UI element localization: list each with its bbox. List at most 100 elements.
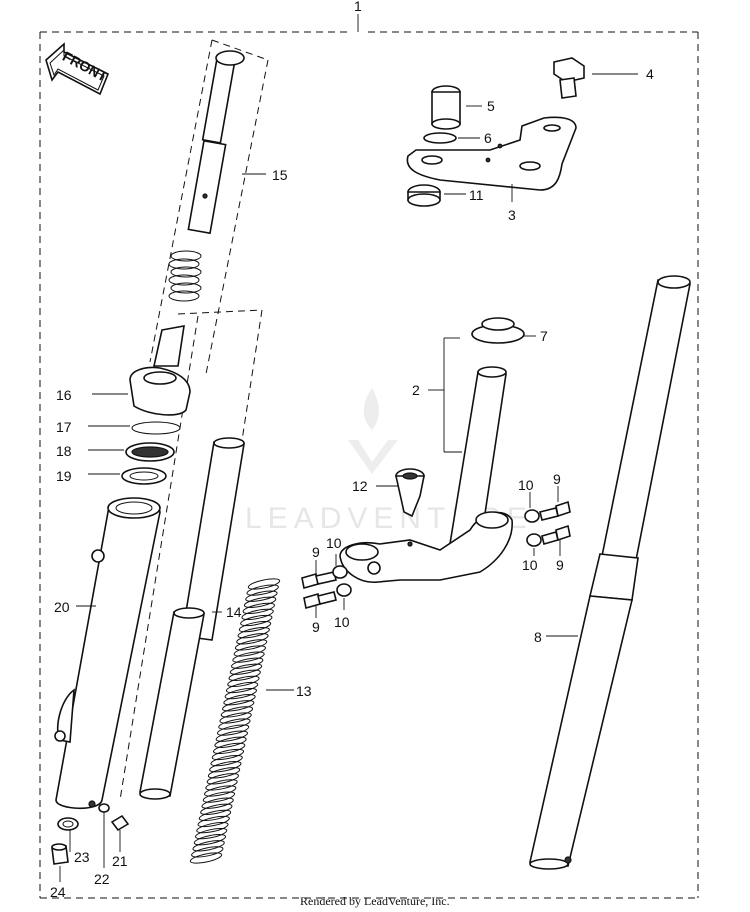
spring-coil [196, 821, 229, 834]
spring-coil [231, 657, 264, 669]
label-9d: 9 [556, 557, 564, 573]
spring-coil [193, 834, 227, 846]
outer-tube [54, 497, 161, 810]
label-10b: 10 [334, 614, 350, 630]
sheet-frame [39, 14, 699, 899]
label-7: 7 [540, 328, 548, 344]
retaining-ring [131, 421, 181, 435]
spring-coil [191, 846, 224, 858]
spring-coil [240, 614, 273, 627]
label-13: 13 [296, 683, 312, 699]
spring-coil [209, 761, 242, 773]
label-2: 2 [412, 382, 420, 398]
pinch-bolt-right-lower [541, 524, 571, 545]
fork-cap-bolt [431, 85, 461, 130]
pinch-nut-left-upper [332, 565, 348, 579]
label-12: 12 [352, 478, 368, 494]
label-9a: 9 [312, 544, 320, 560]
label-9c: 9 [553, 471, 561, 487]
label-23: 23 [74, 849, 90, 865]
spring-coil [232, 651, 265, 663]
spring-coil [236, 633, 269, 645]
fork-leg-assembly [529, 275, 691, 870]
pinch-nut-left-lower [336, 583, 352, 597]
allen-bolt [51, 843, 69, 865]
spring-coil [204, 785, 237, 797]
lower-bracket [339, 511, 513, 583]
cap-o-ring [423, 132, 457, 144]
label-15: 15 [272, 167, 288, 183]
cable-guide [395, 468, 425, 518]
pinch-bolt-right-upper [539, 500, 571, 521]
label-18: 18 [56, 443, 72, 459]
label-10c: 10 [518, 477, 534, 493]
spring-coil [197, 815, 230, 828]
drain-screw [110, 814, 130, 832]
label-3: 3 [508, 207, 516, 223]
label-22: 22 [94, 871, 110, 887]
label-20: 20 [54, 599, 70, 615]
watermark-logo [348, 388, 398, 474]
pinch-bolt-left-upper [301, 571, 337, 590]
label-17: 17 [56, 419, 72, 435]
spring-coil [200, 803, 233, 815]
damper-piece [153, 325, 185, 367]
label-6: 6 [484, 130, 492, 146]
sheet-number: 1 [354, 0, 362, 14]
spring-coil [245, 590, 278, 602]
spring-coil [195, 827, 228, 840]
spring-coil [229, 663, 263, 675]
spring-coil [206, 773, 239, 785]
spring-coil [211, 748, 245, 761]
spring-coil [237, 627, 270, 639]
drain-gasket [98, 803, 110, 813]
spring-coil [246, 584, 279, 596]
seal-washer [121, 467, 167, 485]
spring-coil [233, 645, 266, 657]
pinch-nut-right-lower [526, 533, 542, 547]
label-8: 8 [534, 629, 542, 645]
label-9b: 9 [312, 619, 320, 635]
spring-coil [225, 681, 259, 694]
spring-coil [218, 718, 251, 730]
stem-bearing-cap [471, 317, 525, 344]
spring-coil [205, 779, 238, 791]
spring-coil [210, 754, 243, 767]
spring-coil [198, 809, 232, 822]
label-11: 11 [469, 187, 484, 203]
spring-coil [241, 608, 274, 621]
spring-coil [234, 639, 268, 651]
pinch-nut-right-upper [524, 509, 540, 523]
label-19: 19 [56, 468, 72, 484]
spring-coil [192, 840, 225, 852]
fork-spring [189, 578, 281, 864]
inner-tube-upper [181, 437, 245, 641]
spring-coil [224, 687, 257, 700]
allen-bolt-washer [57, 817, 79, 831]
handlebar-holder-plate [406, 116, 577, 191]
label-5: 5 [487, 98, 495, 114]
damper-rod-assembly-frame [149, 39, 269, 375]
spring-coil [242, 602, 275, 615]
pinch-bolt-left-lower [303, 591, 337, 610]
dust-seal [129, 366, 191, 416]
holder-collar [407, 184, 441, 207]
label-4: 4 [646, 66, 654, 82]
inner-tube-group-frame [119, 309, 263, 801]
spring-coil [228, 669, 261, 681]
label-24: 24 [50, 884, 66, 900]
spring-coil [238, 620, 272, 633]
inner-tube-lower [139, 607, 205, 800]
label-21: 21 [112, 853, 128, 869]
spring-coil [202, 791, 236, 803]
oil-seal [125, 442, 175, 462]
label-10d: 10 [522, 557, 538, 573]
spring-coil [220, 706, 254, 718]
spring-coil [247, 578, 281, 590]
spring-coil [223, 694, 256, 706]
handlebar-holder-bolt [553, 57, 585, 99]
spring-coil [227, 675, 260, 688]
front-arrow-icon [45, 42, 110, 96]
label-14: 14 [226, 604, 242, 620]
